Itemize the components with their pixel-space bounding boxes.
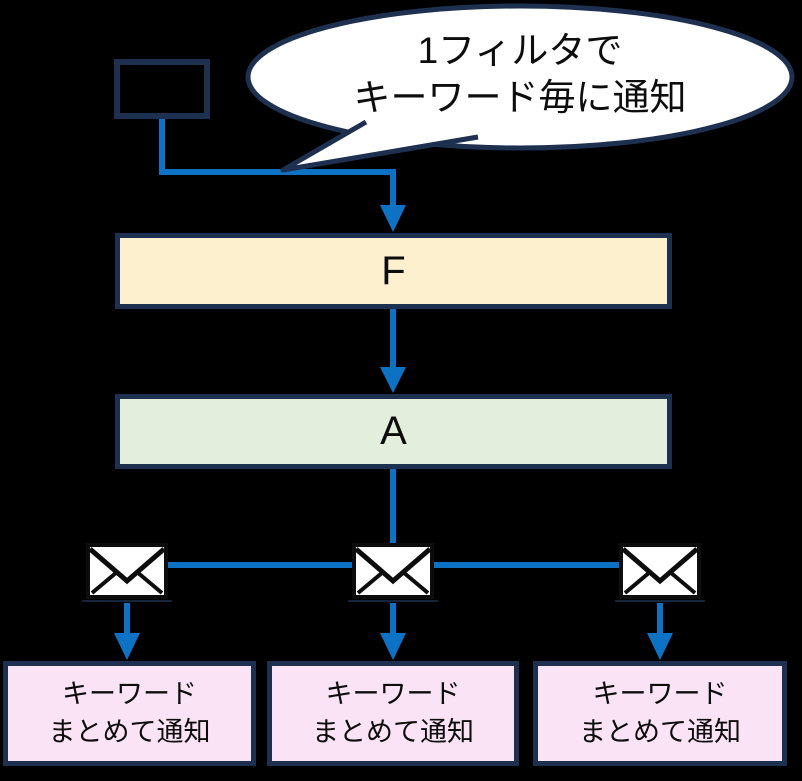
envelope-icon xyxy=(615,543,705,602)
arrowhead-into-output-3 xyxy=(647,633,673,660)
arrowhead-into-action xyxy=(380,367,406,393)
arrowheads xyxy=(114,205,673,660)
output-node-1-line-1: キーワード xyxy=(62,678,197,709)
arrowhead-into-output-1 xyxy=(114,633,140,660)
envelope-icon xyxy=(348,543,438,602)
action-node-label: A xyxy=(380,409,407,453)
bubble-line-1: 1フィルタで xyxy=(417,30,623,71)
bubble-text: 1フィルタで キーワード毎に通知 xyxy=(270,28,770,121)
speech-bubble xyxy=(245,3,795,173)
filter-node-label: F xyxy=(381,248,406,293)
output-node-2-line-1: キーワード xyxy=(325,678,461,709)
source-node xyxy=(114,59,210,119)
arrowhead-into-output-2 xyxy=(380,633,406,660)
action-node: A xyxy=(115,394,672,469)
filter-node: F xyxy=(115,233,672,309)
output-node-2-line-2: まとめて通知 xyxy=(312,716,474,747)
envelope-icon xyxy=(82,543,172,602)
output-node-2: キーワード まとめて通知 xyxy=(267,661,519,766)
output-node-1-line-2: まとめて通知 xyxy=(48,716,211,747)
arrowhead-into-filter xyxy=(380,205,406,232)
output-node-3-line-2: まとめて通知 xyxy=(579,716,741,747)
bubble-line-2: キーワード毎に通知 xyxy=(353,76,687,118)
connector-source-to-filter xyxy=(159,118,396,208)
output-node-3: キーワード まとめて通知 xyxy=(533,661,787,766)
output-node-1: キーワード まとめて通知 xyxy=(3,661,256,766)
output-node-3-line-1: キーワード xyxy=(592,678,728,709)
